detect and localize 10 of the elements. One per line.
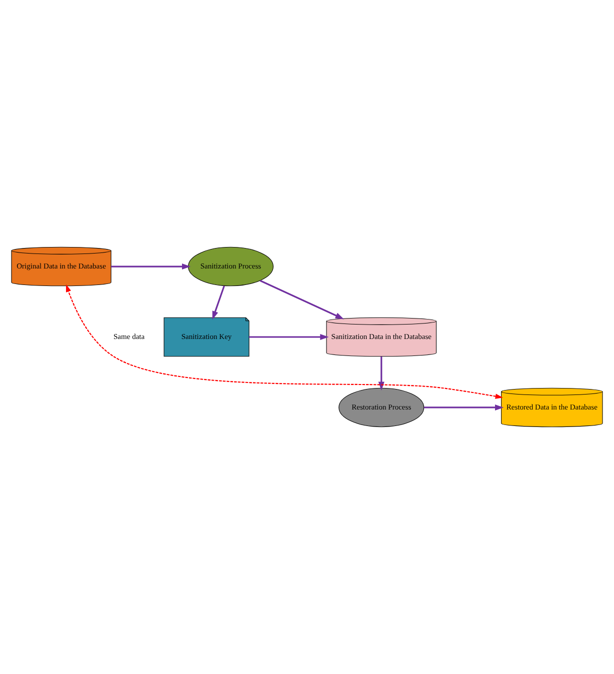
node-ellipse: Sanitization Process <box>188 246 274 286</box>
node-ellipse: Restoration Process <box>338 388 424 428</box>
edge-label: Same data <box>114 332 145 341</box>
arrow <box>212 286 225 320</box>
arrow <box>424 404 504 410</box>
arrow <box>378 356 384 390</box>
arrow <box>260 280 344 320</box>
arrow <box>249 334 329 340</box>
arrow <box>111 264 191 270</box>
arrow <box>66 284 503 399</box>
